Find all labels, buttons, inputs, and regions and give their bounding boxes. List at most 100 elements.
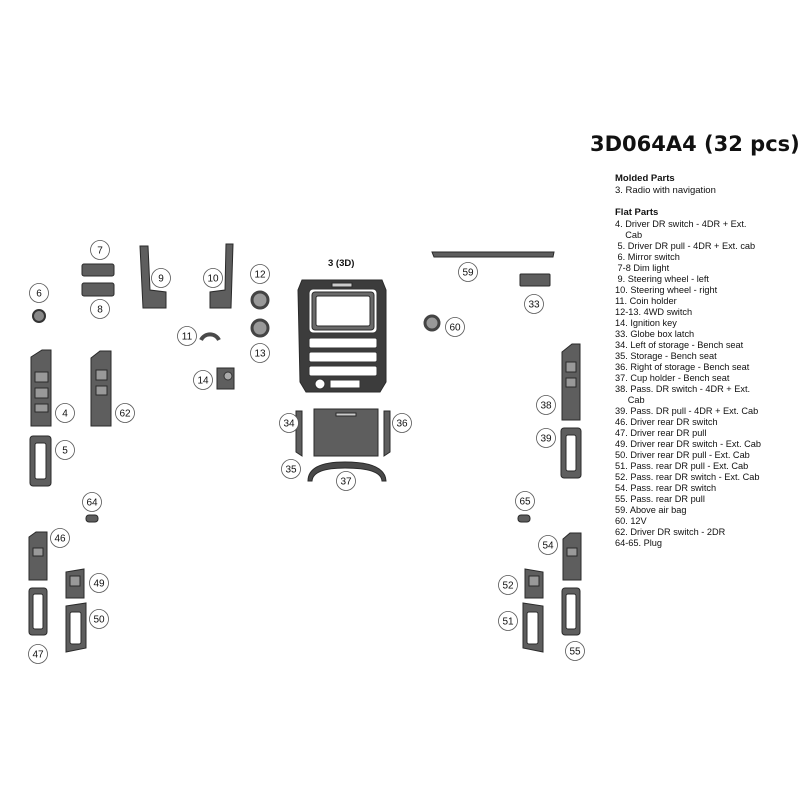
callout-circle-55 (565, 641, 585, 661)
flat-parts-item: 35. Storage - Bench seat (615, 351, 717, 361)
callout-label-38: 38 (540, 401, 552, 412)
radio-3d-label: 3 (3D) (328, 258, 355, 269)
flat-parts-item: 6. Mirror switch (615, 252, 680, 262)
flat-parts-item: 64-65. Plug (615, 538, 662, 548)
flat-parts-item: 52. Pass. rear DR switch - Ext. Cab (615, 472, 760, 482)
callout-circle-7 (90, 240, 110, 260)
part-36-right-of-storage (383, 410, 391, 457)
part-60-12v (423, 314, 441, 332)
callout-circle-62 (115, 403, 135, 423)
callout-circle-59 (458, 262, 478, 282)
callout-circle-11 (177, 326, 197, 346)
flat-parts-item: 62. Driver DR switch - 2DR (615, 527, 726, 537)
callout-circle-52 (498, 575, 518, 595)
flat-parts-item: 34. Left of storage - Bench seat (615, 340, 744, 350)
flat-parts-item: 54. Pass. rear DR switch (615, 483, 717, 493)
callout-circle-50 (89, 609, 109, 629)
callout-circle-8 (90, 299, 110, 319)
part-64-plug (85, 514, 99, 523)
callout-circle-38 (536, 395, 556, 415)
callout-label-50: 50 (93, 615, 105, 626)
flat-parts-item: 36. Right of storage - Bench seat (615, 362, 750, 372)
flat-parts-item: Cab (615, 230, 643, 240)
callout-label-36: 36 (396, 419, 408, 430)
flat-parts-item: 39. Pass. DR pull - 4DR + Ext. Cab (615, 406, 759, 416)
flat-parts-item: 47. Driver rear DR pull (615, 428, 707, 438)
flat-parts-list: 4. Driver DR switch - 4DR + Ext. Cab 5. … (615, 219, 795, 549)
flat-parts-item: 60. 12V (615, 516, 647, 526)
callout-label-64: 64 (86, 498, 98, 509)
callout-circle-37 (336, 471, 356, 491)
flat-parts-item: 50. Driver rear DR pull - Ext. Cab (615, 450, 750, 460)
callout-label-51: 51 (502, 617, 514, 628)
part-33-globe-box-latch (519, 273, 551, 287)
callout-circle-9 (151, 268, 171, 288)
part-65-plug (517, 514, 531, 523)
callout-circle-10 (203, 268, 223, 288)
flat-parts-item: 51. Pass. rear DR pull - Ext. Cab (615, 461, 749, 471)
callout-circle-46 (50, 528, 70, 548)
flat-parts-item: 12-13. 4WD switch (615, 307, 693, 317)
flat-parts-item: 10. Steering wheel - right (615, 285, 718, 295)
callout-circle-35 (281, 459, 301, 479)
flat-parts-item: 49. Driver rear DR switch - Ext. Cab (615, 439, 762, 449)
callout-circle-64 (82, 492, 102, 512)
callout-circle-65 (515, 491, 535, 511)
part-12-4wd-switch (250, 290, 270, 310)
callout-label-39: 39 (540, 434, 552, 445)
flat-parts-item: 59. Above air bag (615, 505, 687, 515)
callout-label-62: 62 (119, 409, 131, 420)
callout-label-10: 10 (207, 274, 219, 285)
flat-parts-item: 4. Driver DR switch - 4DR + Ext. (615, 219, 747, 229)
callout-circle-54 (538, 535, 558, 555)
flat-parts-item: 38. Pass. DR switch - 4DR + Ext. (615, 384, 751, 394)
flat-parts-item: 7-8 Dim light (615, 263, 670, 273)
callout-circle-49 (89, 573, 109, 593)
callout-label-37: 37 (340, 477, 352, 488)
molded-parts-item: 3. Radio with navigation (615, 185, 716, 196)
callout-label-4: 4 (62, 409, 68, 420)
part-35-storage (313, 408, 379, 457)
part-9-steering-wheel-left (139, 245, 167, 309)
callout-label-13: 13 (254, 349, 266, 360)
callout-circle-13 (250, 343, 270, 363)
part-7-dim-light (81, 263, 115, 277)
part-37-cup-holder (307, 461, 387, 482)
flat-parts-heading: Flat Parts (615, 207, 659, 218)
callout-label-46: 46 (54, 534, 66, 545)
callout-label-33: 33 (528, 300, 540, 311)
flat-parts-item: 37. Cup holder - Bench seat (615, 373, 730, 383)
part-8-dim-light (81, 282, 115, 297)
part-10-steering-wheel-right (209, 243, 234, 309)
callout-label-14: 14 (197, 376, 209, 387)
callout-label-9: 9 (158, 274, 164, 285)
part-11-coin-holder (199, 332, 221, 342)
part-13-4wd-switch (250, 318, 270, 338)
part-6-mirror-switch (32, 309, 46, 323)
flat-parts-item: 55. Pass. rear DR pull (615, 494, 705, 504)
callout-label-11: 11 (182, 332, 193, 343)
callout-label-47: 47 (32, 650, 44, 661)
callout-circle-51 (498, 611, 518, 631)
flat-parts-item: 33. Globe box latch (615, 329, 695, 339)
callout-label-65: 65 (519, 497, 531, 508)
callout-label-35: 35 (285, 465, 297, 476)
callout-circle-6 (29, 283, 49, 303)
callout-label-49: 49 (93, 579, 105, 590)
callout-label-54: 54 (542, 541, 554, 552)
flat-parts-item: 5. Driver DR pull - 4DR + Ext. cab (615, 241, 756, 251)
callout-label-5: 5 (62, 446, 68, 457)
callout-circle-5 (55, 440, 75, 460)
callout-label-7: 7 (97, 246, 103, 257)
callout-label-12: 12 (254, 270, 266, 281)
kit-title: 3D064A4 (32 pcs) (590, 132, 800, 156)
flat-parts-item: 14. Ignition key (615, 318, 677, 328)
callout-circle-39 (536, 428, 556, 448)
callout-label-34: 34 (283, 419, 295, 430)
callout-circle-33 (524, 294, 544, 314)
callout-label-60: 60 (449, 323, 461, 334)
callout-circle-36 (392, 413, 412, 433)
flat-parts-item: 11. Coin holder (615, 296, 677, 306)
